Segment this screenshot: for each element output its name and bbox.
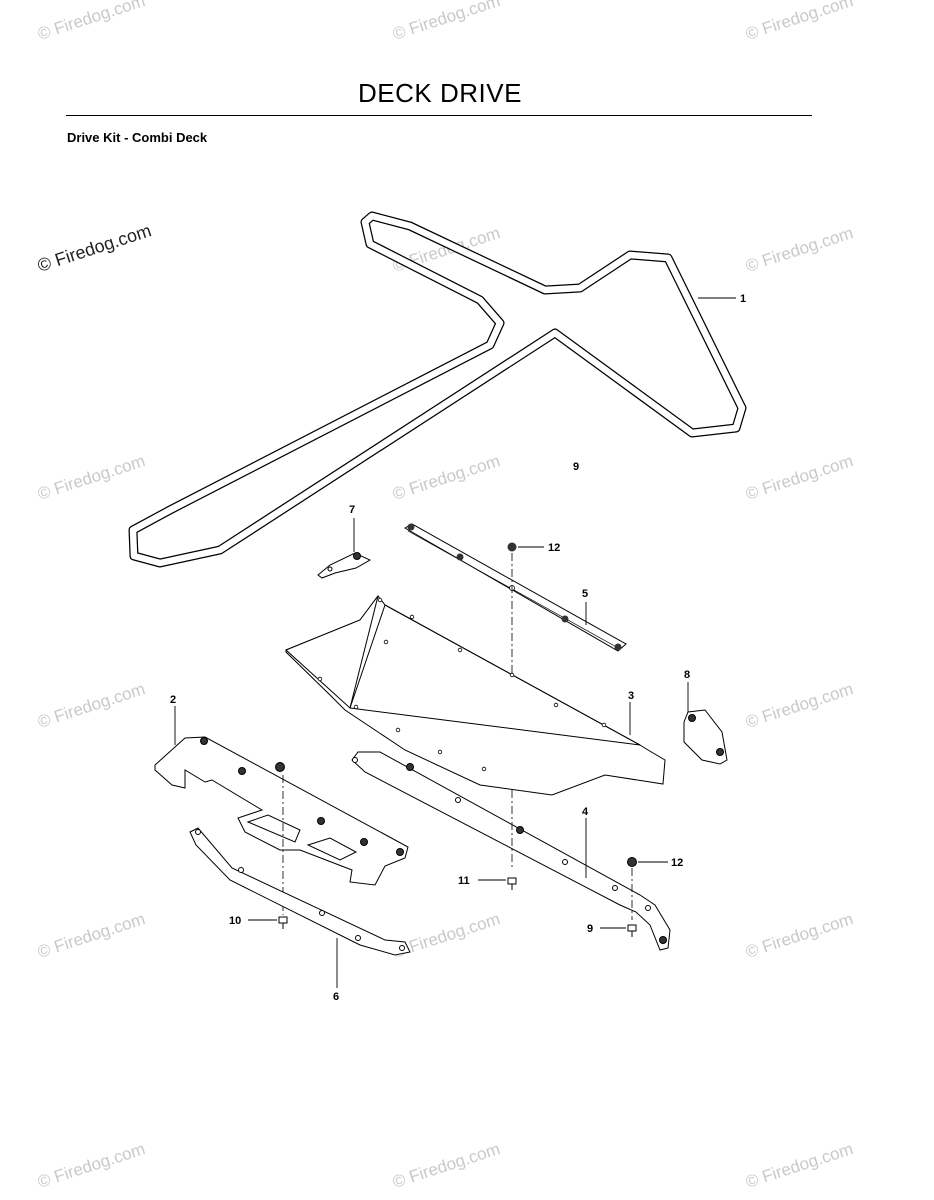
callout-6: 6 [333,991,339,1003]
lower-left-strap [189,827,411,956]
watermark: © Firedog.com [743,1139,855,1192]
watermark: © Firedog.com [743,909,855,962]
watermark: © Firedog.com [390,1139,502,1192]
nut-lower [627,857,637,867]
page-title: DECK DRIVE [358,78,522,108]
callout-7: 7 [349,504,355,516]
callout-5: 5 [582,588,588,600]
watermark: © Firedog.com [743,223,855,276]
title-rule [66,115,812,116]
leader-lines [174,297,736,988]
watermarks: © Firedog.com © Firedog.com © Firedog.co… [35,0,855,1192]
watermark: © Firedog.com [390,0,502,44]
callout-3: 3 [628,690,634,702]
callout-12: 12 [548,542,560,554]
watermark: © Firedog.com [35,1139,147,1192]
callout-12: 12 [671,857,683,869]
watermark: © Firedog.com [390,909,502,962]
callout-8: 8 [684,669,690,681]
callout-labels: 1 9 7 12 5 8 3 2 4 12 11 10 9 6 [170,293,746,1003]
callout-1: 1 [740,293,746,305]
left-bracket [154,736,409,915]
watermark: © Firedog.com [743,0,855,44]
callout-10: 10 [229,915,241,927]
callout-9: 9 [573,461,579,473]
watermark: © Firedog.com [390,451,502,504]
upper-strap [403,523,627,652]
watermark: © Firedog.com [35,679,147,732]
watermark: © Firedog.com [35,451,147,504]
callout-4: 4 [582,806,589,818]
bolt-9 [627,924,637,937]
diagram-subtitle: Drive Kit - Combi Deck [67,130,208,145]
callout-11: 11 [458,875,470,887]
watermark: © Firedog.com [743,451,855,504]
watermark: © Firedog.com [35,909,147,962]
corner-plate [683,709,728,765]
hardware [278,857,637,937]
bolt-11 [507,877,517,890]
drive-belt [128,211,747,568]
small-bracket [317,552,372,579]
callout-9: 9 [587,923,593,935]
watermark: © Firedog.com [35,0,147,44]
deck-plate [285,595,666,796]
lower-right-strap [351,751,671,951]
bolt-10 [278,916,288,929]
callout-2: 2 [170,694,176,706]
watermark-main: © Firedog.com [35,220,154,276]
nut-upper [507,542,517,680]
watermark: © Firedog.com [743,679,855,732]
